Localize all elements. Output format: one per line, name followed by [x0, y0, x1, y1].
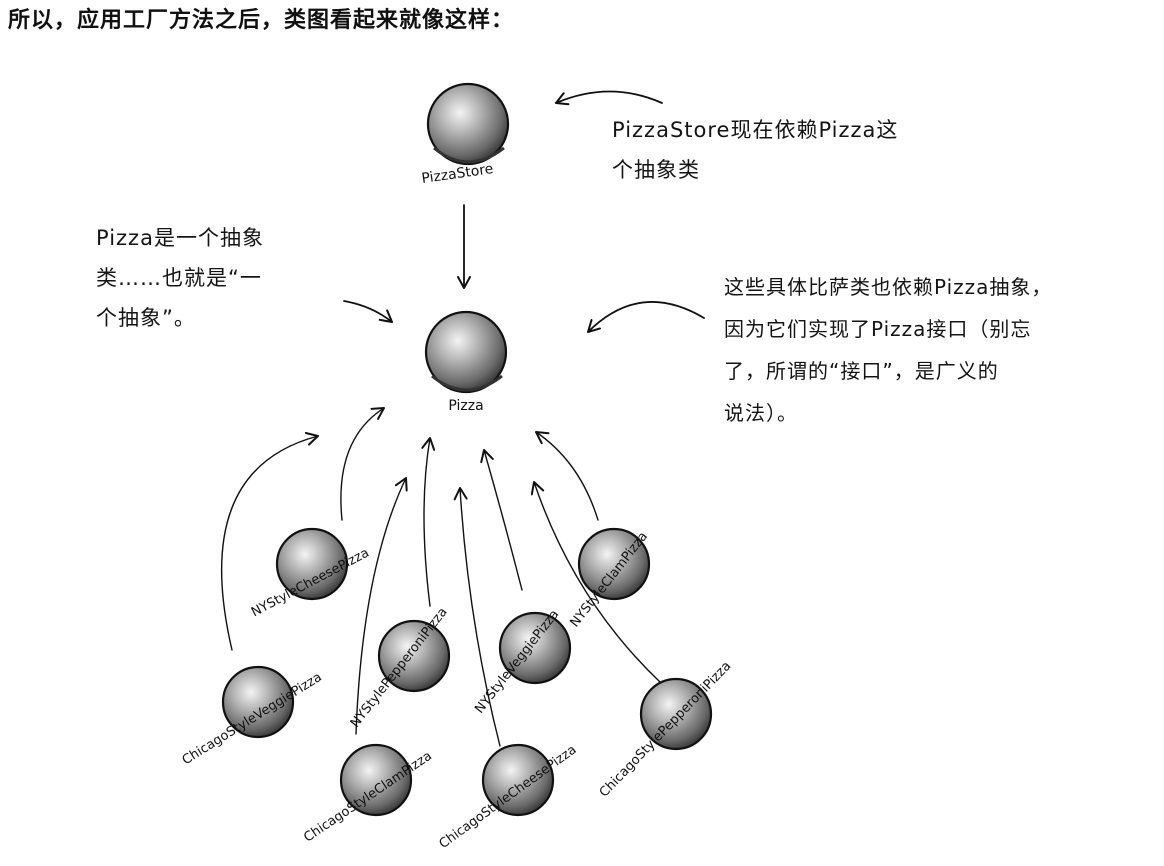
class-chicago-cheese-pizza: ChicagoStyleCheesePizza — [436, 742, 579, 852]
class-ny-clam-pizza: NYStyleClamPizza — [567, 527, 651, 630]
class-shadow — [431, 374, 503, 392]
class-label: PizzaStore — [421, 161, 495, 187]
arrow-ny-veggie — [480, 449, 523, 591]
class-chicago-veggie-pizza: ChicagoStyleVeggiePizza — [180, 665, 325, 768]
note-line: 因为它们实现了Pizza接口（别忘 — [724, 317, 1032, 341]
class-ball — [275, 527, 349, 601]
class-chicago-pepperoni-pizza: ChicagoStylePepperoniPizza — [597, 659, 735, 801]
arrow-chicago-veggie — [220, 432, 319, 651]
note-line: 说法）。 — [724, 401, 798, 425]
note-arrow-abstract — [343, 300, 393, 323]
class-ny-veggie-pizza: NYStyleVeggiePizza — [472, 607, 572, 717]
class-ball — [481, 743, 555, 817]
class-ball — [221, 665, 295, 739]
note-line: 这些具体比萨类也依赖Pizza抽象， — [724, 275, 1053, 299]
class-ball — [577, 527, 651, 601]
class-ny-cheese-pizza: NYStyleCheesePizza — [249, 527, 372, 620]
class-ny-pepperoni-pizza: NYStylePepperoniPizza — [348, 605, 451, 731]
class-ball — [377, 619, 451, 693]
note-pizza-abstract: Pizza是一个抽象 类……也就是“一 个抽象”。 — [96, 218, 264, 338]
arrow-ny-cheese — [340, 407, 385, 521]
arrow-ny-clam — [535, 431, 599, 521]
arrow-chicago-pepperoni — [530, 481, 661, 683]
class-ball — [498, 611, 572, 685]
note-arrow-store — [555, 90, 663, 106]
class-ball — [426, 82, 510, 166]
note-concrete-depend: 这些具体比萨类也依赖Pizza抽象， 因为它们实现了Pizza接口（别忘 了，所… — [724, 266, 1052, 434]
class-ball — [424, 310, 508, 394]
class-pizzastore: PizzaStore — [421, 82, 510, 187]
class-label: Pizza — [448, 398, 483, 414]
note-store-depends: PizzaStore现在依赖Pizza这 个抽象类 — [612, 110, 898, 190]
note-line: PizzaStore现在依赖Pizza这 — [612, 118, 899, 142]
class-shadow — [433, 146, 505, 164]
arrow-chicago-cheese — [453, 487, 501, 747]
note-line: Pizza是一个抽象 — [96, 226, 264, 250]
note-line: 类……也就是“一 — [96, 266, 262, 290]
class-ball — [339, 743, 413, 817]
note-line: 个抽象类 — [612, 158, 700, 182]
note-line: 个抽象”。 — [96, 306, 196, 330]
class-ball — [639, 677, 713, 751]
class-pizza: Pizza — [424, 310, 508, 414]
arrow-chicago-clam — [355, 477, 408, 735]
arrow-ny-pepperoni — [421, 437, 436, 607]
page-caption: 所以，应用工厂方法之后，类图看起来就像这样： — [8, 7, 515, 33]
note-arrow-concrete — [587, 301, 705, 333]
note-line: 了，所谓的“接口”，是广义的 — [724, 359, 999, 383]
class-chicago-clam-pizza: ChicagoStyleClamPizza — [301, 743, 435, 846]
